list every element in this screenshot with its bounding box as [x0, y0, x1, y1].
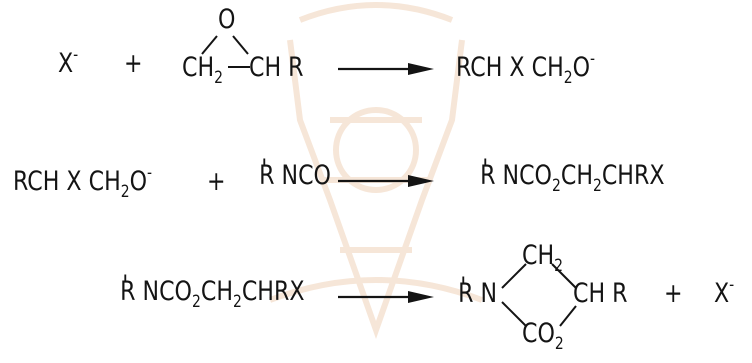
- r3-arrow-icon: [338, 291, 434, 303]
- r1-plus: +: [124, 48, 143, 79]
- r2-reactant-alkoxide: RCH X CH2O-: [13, 163, 153, 202]
- r1-epoxide-cc-bond: [228, 66, 250, 68]
- r3-halide-ion: X-: [714, 275, 735, 309]
- r1-product: RCH X CH2O-: [456, 49, 596, 88]
- r2-isocyanate: 'R NCO: [259, 154, 331, 191]
- r2-product-carbamate: 'R NCO2CH2CHRX: [480, 154, 665, 196]
- r2-plus: +: [207, 166, 226, 197]
- r3-product-rn: 'R N: [458, 272, 498, 309]
- r3-ring-ch2: CH2: [522, 240, 563, 276]
- r3-ring-co2: CO2: [522, 318, 564, 354]
- r1-epoxide-ch2: CH2: [182, 52, 223, 88]
- r3-ring-bonds: [501, 263, 577, 327]
- r1-epoxide-bonds: [201, 35, 249, 55]
- r1-epoxide-chr: CH R: [249, 52, 304, 83]
- r2-arrow-icon: [338, 175, 434, 187]
- r1-halide-ion: X-: [58, 45, 79, 79]
- r1-epoxide-oxygen: O: [218, 4, 236, 35]
- r3-ring-chr: CH R: [573, 278, 628, 309]
- r3-plus: +: [664, 278, 683, 309]
- r1-arrow-icon: [338, 63, 434, 75]
- r3-reactant-carbamate: 'R NCO2CH2CHRX: [120, 270, 305, 312]
